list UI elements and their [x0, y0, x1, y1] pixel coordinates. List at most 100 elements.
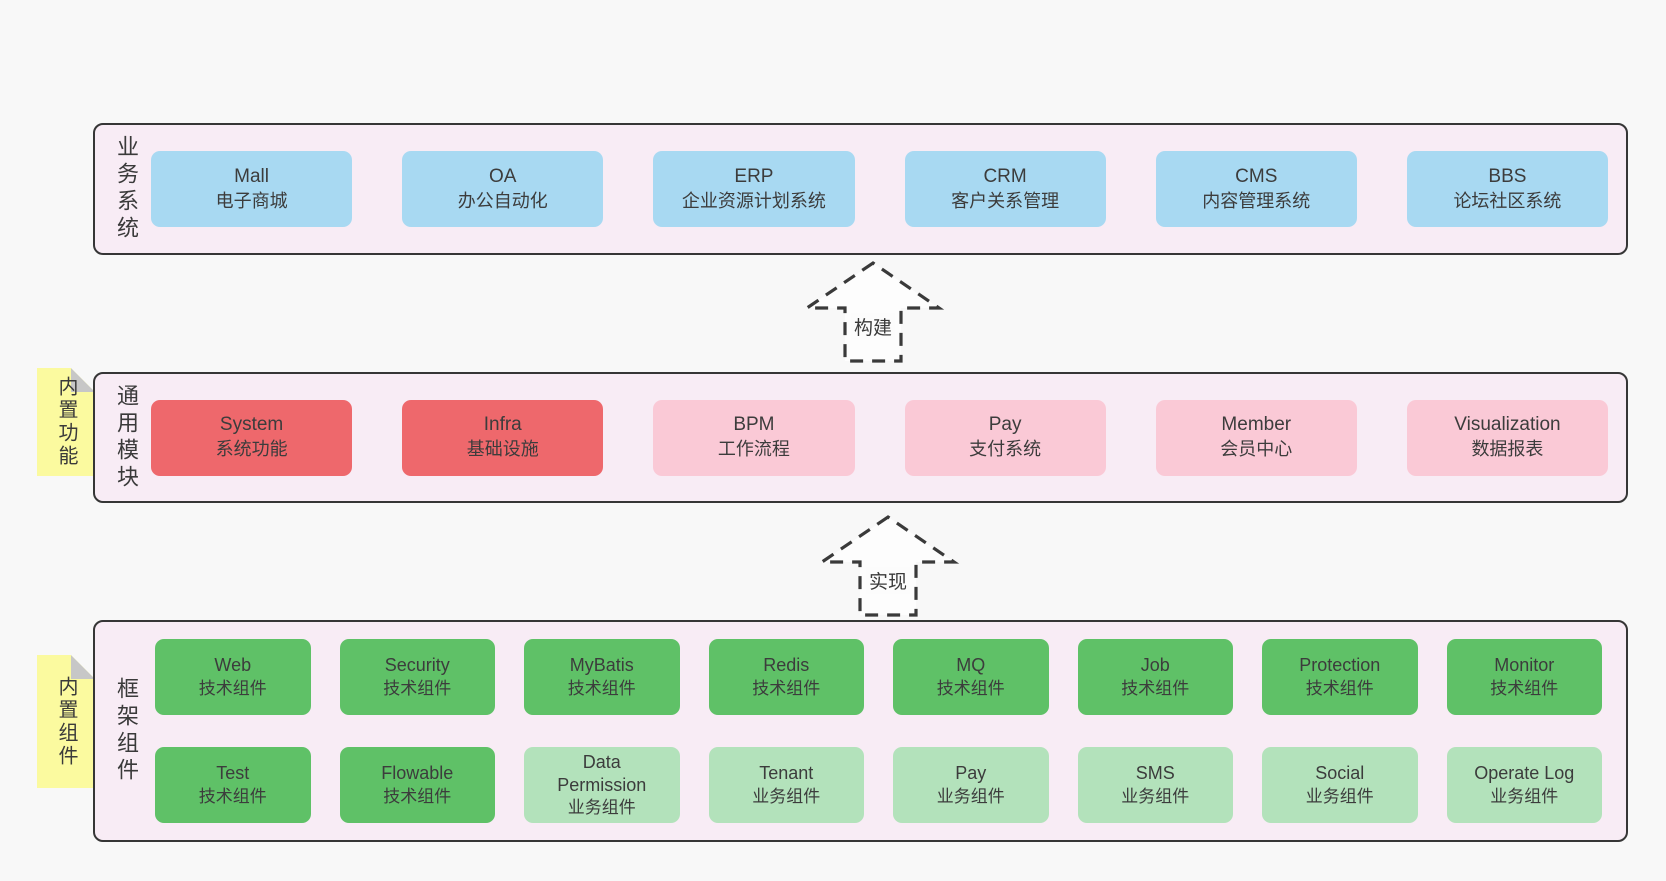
- module-box-subtitle: 工作流程: [717, 439, 790, 460]
- module-box-subtitle: 技术组件: [936, 678, 1005, 698]
- build-arrow-label: 构建: [850, 313, 896, 340]
- build-arrow: 构建: [798, 258, 948, 366]
- module-box-title: Test: [216, 763, 250, 784]
- sticky-note-built-in-features: 内置功能: [37, 368, 95, 476]
- module-box-title: System: [219, 414, 284, 436]
- module-box-erp: ERP 企业资源计划系统: [653, 151, 855, 227]
- module-box-visualization: Visualization 数据报表: [1406, 399, 1609, 476]
- module-box-title: ERP: [734, 165, 774, 187]
- module-box-title: BBS: [1488, 165, 1527, 187]
- module-box-title: CMS: [1235, 165, 1278, 187]
- sticky-note-text: 内置组件: [55, 675, 77, 768]
- business-systems-layer: 业务系统 Mall 电子商城 OA 办公自动化 ERP 企业资源计划系统 CRM 客户关系管理…: [93, 123, 1628, 255]
- module-box-subtitle: 技术组件: [198, 678, 267, 698]
- module-box-title: Web: [214, 655, 252, 676]
- layer-side-label-text: 业务系统: [114, 135, 139, 243]
- module-box-title: BPM: [733, 414, 775, 436]
- module-box-title: Social: [1315, 763, 1365, 784]
- module-box-subtitle: 业务组件: [1121, 786, 1190, 806]
- module-box-subtitle: 技术组件: [1490, 678, 1559, 698]
- module-box-subtitle: 办公自动化: [457, 190, 548, 211]
- module-box-subtitle: 数据报表: [1471, 439, 1544, 460]
- module-box-subtitle: 技术组件: [383, 786, 452, 806]
- sticky-note-text: 内置功能: [55, 376, 77, 468]
- module-box-subtitle: 论坛社区系统: [1453, 190, 1562, 211]
- module-box-title: SMS: [1135, 763, 1175, 784]
- module-box-data-permission: Data Permission 业务组件: [524, 747, 680, 823]
- layer-side-label: 通用模块: [103, 374, 149, 501]
- module-box-subtitle: 电子商城: [215, 190, 288, 211]
- module-box-subtitle: 技术组件: [752, 678, 821, 698]
- common-modules-layer: 通用模块 System 系统功能 Infra 基础设施 BPM 工作流程 Pay 支付系统 Me…: [93, 372, 1628, 503]
- module-box-subtitle: 基础设施: [466, 439, 539, 460]
- module-box-subtitle: 业务组件: [1305, 786, 1374, 806]
- module-box-title: Pay: [955, 763, 987, 784]
- module-box-title: Infra: [483, 414, 522, 436]
- dashed-up-arrow-icon: [801, 261, 945, 363]
- module-box-title: Job: [1140, 655, 1170, 676]
- module-box-subtitle: 技术组件: [1121, 678, 1190, 698]
- module-box-title: Member: [1221, 414, 1292, 436]
- module-box-subtitle: 业务组件: [567, 798, 636, 818]
- module-box-cms: CMS 内容管理系统: [1155, 151, 1357, 227]
- module-box-subtitle: 企业资源计划系统: [681, 190, 826, 211]
- module-box-title: Visualization: [1454, 414, 1561, 436]
- module-box-subtitle: 技术组件: [383, 678, 452, 698]
- module-box-subtitle: 技术组件: [198, 786, 267, 806]
- module-box-subtitle: 系统功能: [215, 439, 288, 460]
- sticky-note-built-in-components: 内置组件: [37, 655, 95, 788]
- module-box-subtitle: 业务组件: [1490, 786, 1559, 806]
- dashed-up-arrow-icon: [816, 515, 960, 617]
- module-box-title: OA: [489, 165, 517, 187]
- layer-side-label-text: 框架组件: [114, 677, 139, 785]
- module-box-subtitle: 支付系统: [969, 439, 1042, 460]
- module-box-subtitle: 客户关系管理: [951, 190, 1060, 211]
- module-box-subtitle: 技术组件: [567, 678, 636, 698]
- module-box-pay: Pay 支付系统: [904, 399, 1106, 476]
- module-box-system: System 系统功能: [151, 399, 353, 476]
- business-systems-row: Mall 电子商城 OA 办公自动化 ERP 企业资源计划系统 CRM 客户关系管理 CMS 内容…: [149, 125, 1626, 253]
- module-box-crm: CRM 客户关系管理: [904, 151, 1106, 227]
- module-box-title: Tenant: [759, 763, 814, 784]
- module-box-title: Pay: [988, 414, 1022, 436]
- implement-arrow: 实现: [813, 512, 963, 620]
- module-box-title: Mall: [234, 165, 269, 187]
- module-box-bbs: BBS 论坛社区系统: [1406, 151, 1609, 227]
- module-box-title: CRM: [983, 165, 1027, 187]
- module-box-title: MQ: [956, 655, 986, 676]
- module-box-oa: OA 办公自动化: [402, 151, 604, 227]
- module-box-title: Monitor: [1494, 655, 1555, 676]
- implement-arrow-label: 实现: [865, 567, 911, 594]
- module-box-title: Protection: [1299, 655, 1381, 676]
- layer-side-label: 框架组件: [103, 622, 149, 840]
- module-box-title: Data Permission: [557, 751, 647, 795]
- module-box-title: MyBatis: [569, 655, 634, 676]
- module-box-title: Security: [384, 655, 450, 676]
- module-box-mall: Mall 电子商城: [151, 151, 353, 227]
- module-box-subtitle: 内容管理系统: [1202, 190, 1311, 211]
- module-box-subtitle: 业务组件: [752, 786, 821, 806]
- layer-side-label: 业务系统: [103, 125, 149, 253]
- module-box-infra: Infra 基础设施: [402, 399, 604, 476]
- module-box-title: Flowable: [381, 763, 454, 784]
- layer-side-label-text: 通用模块: [114, 383, 139, 492]
